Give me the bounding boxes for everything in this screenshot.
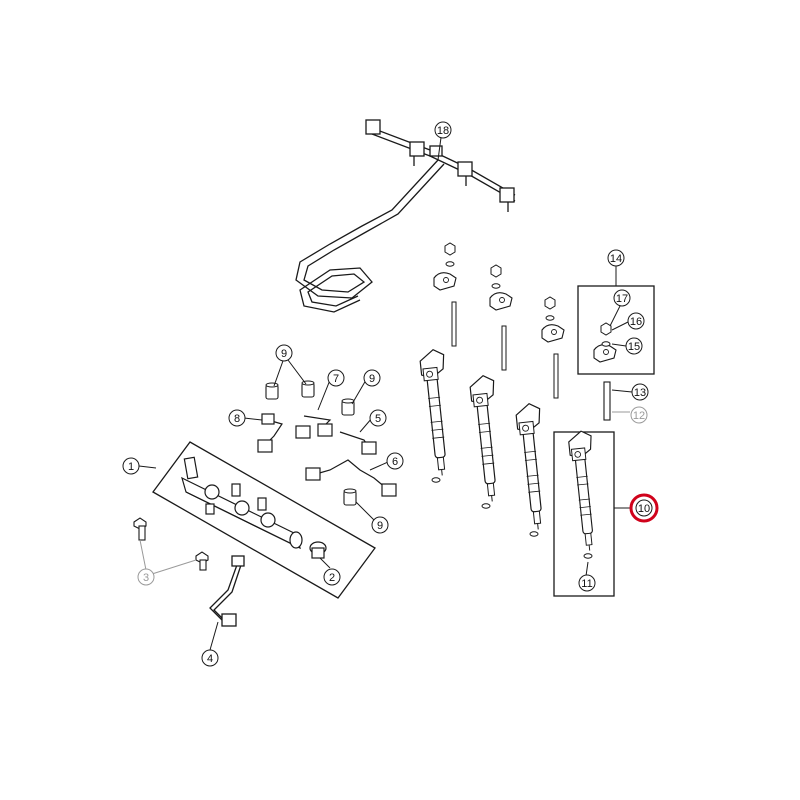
callout-6-label: 6	[392, 456, 398, 468]
callout-9a-label: 9	[281, 348, 287, 360]
callout-17-label: 17	[616, 293, 628, 305]
callout-13-label: 13	[634, 387, 646, 399]
leader-lines	[138, 129, 633, 651]
tube-fittings	[257, 380, 397, 506]
callout-3[interactable]: 3	[137, 568, 155, 586]
injector-group	[418, 242, 565, 537]
callout-16-label: 16	[630, 316, 642, 328]
callout-14-label: 14	[610, 253, 622, 265]
callout-9-top-right[interactable]: 9	[363, 369, 381, 387]
callout-7[interactable]: 7	[327, 369, 345, 387]
callout-4-label: 4	[207, 653, 213, 665]
callout-18-label: 18	[437, 125, 449, 137]
callout-2[interactable]: 2	[323, 568, 341, 586]
callout-11-label: 11	[581, 578, 592, 590]
fuel-tube-4	[209, 555, 245, 627]
bolts	[133, 517, 209, 571]
callout-2-label: 2	[329, 572, 335, 584]
callout-14[interactable]: 14	[607, 249, 625, 267]
callout-9-top-left[interactable]: 9	[275, 344, 293, 362]
callout-11[interactable]: 11	[578, 574, 596, 592]
callout-4[interactable]: 4	[201, 649, 219, 667]
callout-10-label: 10	[638, 503, 650, 515]
callout-8[interactable]: 8	[228, 409, 246, 427]
callout-7-label: 7	[333, 373, 339, 385]
callout-18[interactable]: 18	[434, 121, 452, 139]
callout-3-label: 3	[143, 572, 149, 584]
fuel-rail-assembly	[152, 441, 376, 599]
callout-6[interactable]: 6	[386, 452, 404, 470]
stud-13	[603, 381, 611, 421]
callout-13[interactable]: 13	[631, 383, 649, 401]
callout-15[interactable]: 15	[625, 337, 643, 355]
injector-box	[553, 429, 615, 597]
callout-9b-label: 9	[369, 373, 375, 385]
callout-9-bottom[interactable]: 9	[371, 516, 389, 534]
callout-5-label: 5	[375, 413, 381, 425]
wiring-harness	[295, 119, 516, 313]
callout-12[interactable]: 12	[630, 406, 648, 424]
callout-9c-label: 9	[377, 520, 383, 532]
callout-17[interactable]: 17	[613, 289, 631, 307]
callout-5[interactable]: 5	[369, 409, 387, 427]
callout-10-highlighted[interactable]: 10	[629, 493, 659, 523]
callout-16[interactable]: 16	[627, 312, 645, 330]
callout-1-label: 1	[128, 461, 134, 473]
callout-12-label: 12	[633, 410, 645, 422]
callout-8-label: 8	[234, 413, 240, 425]
callout-15-label: 15	[628, 341, 640, 353]
callout-1[interactable]: 1	[122, 457, 140, 475]
